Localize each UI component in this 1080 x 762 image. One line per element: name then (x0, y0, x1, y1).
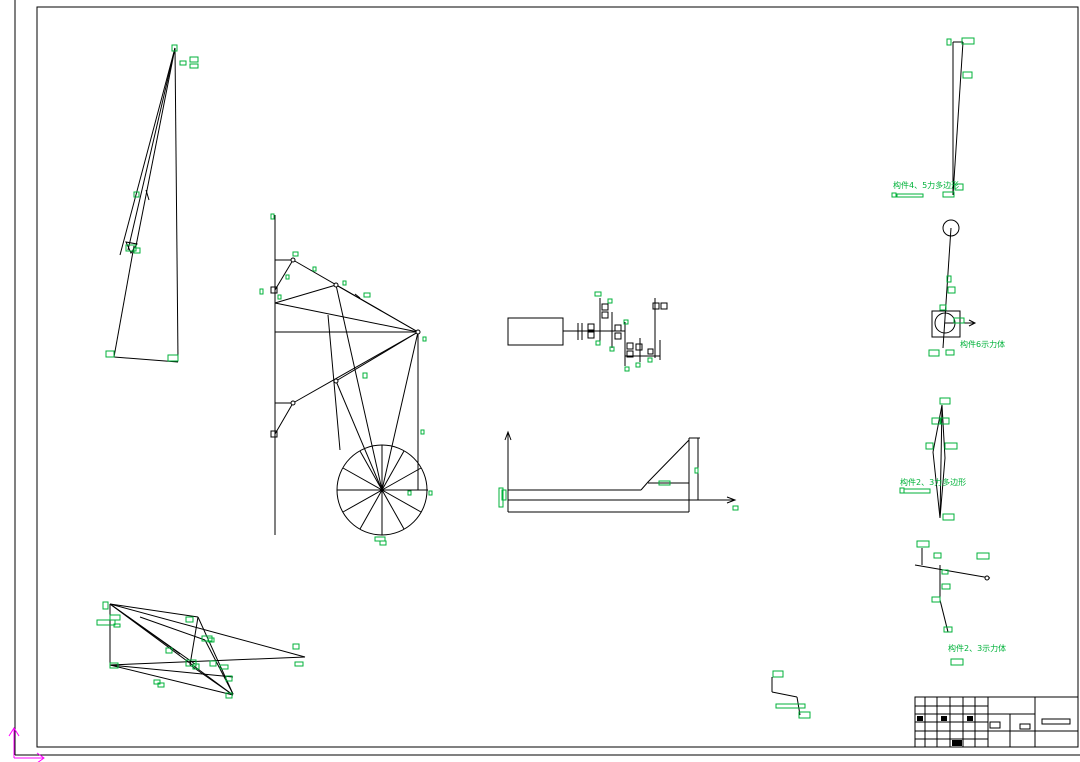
label-members-2-3-freebody: 构件2、3示力体 (948, 643, 1006, 653)
sheet-border (14, 0, 1080, 756)
gear-train-diagram (507, 291, 668, 372)
velocity-polygon-upper-left (105, 44, 199, 363)
force-polygon-2-3: 构件2、3力多边形 (899, 397, 966, 521)
title-block (914, 696, 1079, 748)
force-polygon-4-5: 构件4、5力多边形 (891, 37, 975, 198)
small-vector-sketch (771, 670, 811, 719)
label-members-2-3-polygon: 构件2、3力多边形 (900, 477, 966, 487)
freebody-2-3: 构件2、3示力体 (914, 540, 1006, 666)
freebody-6: 构件6示力体 (928, 219, 1005, 357)
label-members-4-5-polygon: 构件4、5力多边形 (893, 180, 959, 190)
motion-curve-diagram (498, 430, 739, 513)
mechanism-diagram (259, 213, 433, 546)
label-member-6-freebody: 构件6示力体 (960, 339, 1005, 349)
ucs-icon (8, 727, 45, 762)
acceleration-polygon-lower-left (96, 601, 306, 699)
